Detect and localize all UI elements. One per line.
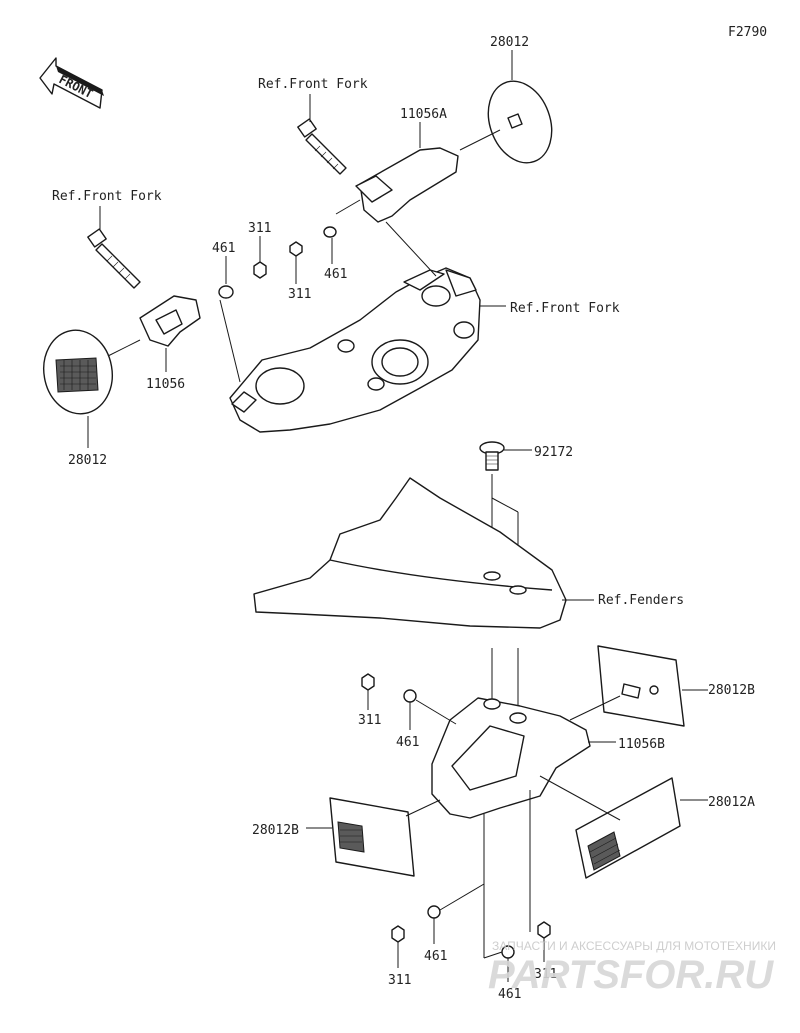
label-311-d: 311 xyxy=(388,973,411,988)
label-311-b: 311 xyxy=(248,221,271,236)
ref-front-fork-label-2: Ref.Front Fork xyxy=(52,189,162,204)
label-28012-left: 28012 xyxy=(68,453,107,468)
steering-stem-clamp xyxy=(219,221,506,433)
reflector-28012B-left xyxy=(306,797,441,877)
ref-fenders-label: Ref.Fenders xyxy=(598,593,684,608)
nut-311-bottom-right xyxy=(529,868,551,962)
label-11056: 11056 xyxy=(146,377,185,392)
label-11056B: 11056B xyxy=(618,737,665,752)
washer-461-left xyxy=(218,285,234,299)
washer-461-bottom-right xyxy=(483,945,515,982)
bracket-11056B xyxy=(431,648,616,958)
front-direction-arrow-icon: FRONT xyxy=(39,57,104,109)
washer-461-lower-left xyxy=(403,689,457,730)
label-28012A: 28012A xyxy=(708,795,755,810)
bracket-11056 xyxy=(139,295,201,372)
washer-461-bottom-left xyxy=(427,883,485,944)
reflector-28012-top xyxy=(487,50,553,164)
label-28012B-left: 28012B xyxy=(252,823,299,838)
label-28012B-right: 28012B xyxy=(708,683,755,698)
watermark-logo: PARTSFOR.RU xyxy=(488,953,774,997)
label-11056A: 11056A xyxy=(400,107,447,122)
reflector-28012A xyxy=(539,775,708,879)
label-461-d: 461 xyxy=(424,949,447,964)
nut-311-right xyxy=(289,241,303,257)
rear-fender xyxy=(253,477,594,629)
label-461-a: 461 xyxy=(324,267,347,282)
nut-311-bottom-left xyxy=(391,925,405,968)
watermark: ЗАПЧАСТИ И АКСЕССУАРЫ ДЛЯ МОТОТЕХНИКИ PA… xyxy=(488,939,776,997)
bolt-upper-right xyxy=(297,118,347,175)
label-311-c: 311 xyxy=(358,713,381,728)
label-28012-top: 28012 xyxy=(490,35,529,50)
label-311-e: 311 xyxy=(534,967,557,982)
label-311-a: 311 xyxy=(288,287,311,302)
washer-461-right xyxy=(323,226,337,238)
label-92172: 92172 xyxy=(534,445,573,460)
figure-id: F2790 xyxy=(728,25,767,40)
nut-311-left xyxy=(253,261,267,279)
label-461-b: 461 xyxy=(212,241,235,256)
nut-311-lower-left xyxy=(361,673,375,710)
bracket-11056A xyxy=(335,129,501,223)
ref-front-fork-label-3: Ref.Front Fork xyxy=(510,301,620,316)
reflector-28012-left xyxy=(43,329,141,448)
reflector-28012B-right xyxy=(569,645,708,727)
label-461-e: 461 xyxy=(498,987,521,1002)
bolt-upper-left xyxy=(87,228,141,289)
label-461-c: 461 xyxy=(396,735,419,750)
ref-front-fork-label-1: Ref.Front Fork xyxy=(258,77,368,92)
watermark-tagline: ЗАПЧАСТИ И АКСЕССУАРЫ ДЛЯ МОТОТЕХНИКИ xyxy=(492,939,776,953)
